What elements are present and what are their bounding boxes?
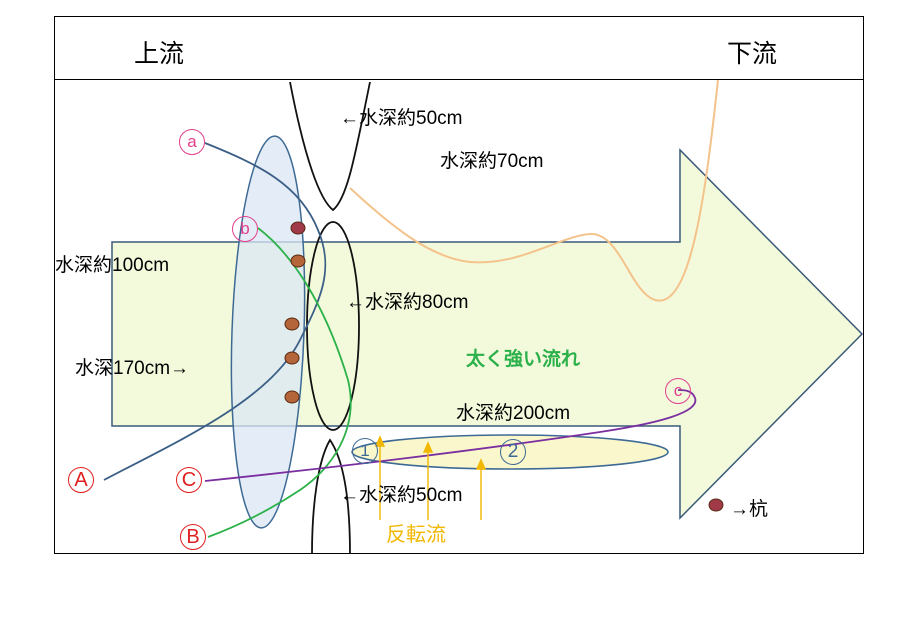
reverse-flow-label: 反転流 bbox=[386, 524, 446, 546]
upper-narrow-boundary bbox=[289, 81, 371, 212]
marker-B: B bbox=[180, 524, 206, 550]
stake bbox=[284, 351, 300, 365]
line-a bbox=[103, 142, 327, 481]
diagram-frame bbox=[54, 16, 864, 554]
line-c bbox=[204, 389, 697, 482]
depth-label-top-50: ←水深約50cm bbox=[340, 108, 463, 129]
header-divider bbox=[54, 79, 864, 80]
stakes bbox=[284, 221, 306, 404]
depth-label-70: 水深約70cm bbox=[440, 151, 544, 172]
depth-label-80: ←水深約80cm bbox=[346, 292, 469, 313]
stake bbox=[290, 254, 306, 268]
upstream-label: 上流 bbox=[134, 40, 185, 68]
marker-a: a bbox=[179, 129, 205, 155]
stake bbox=[290, 221, 306, 235]
lower-narrow-boundary bbox=[311, 438, 351, 555]
depth-label-100: 水深約100cm bbox=[55, 255, 170, 276]
marker-2: 2 bbox=[500, 439, 526, 465]
downstream-label: 下流 bbox=[727, 40, 778, 68]
depth-label-170: 水深170cm→ bbox=[75, 358, 190, 379]
stake-zone-ellipse bbox=[230, 135, 306, 529]
depth-label-bottom-50: ←水深約50cm bbox=[340, 485, 463, 506]
reverse-flow-arrows bbox=[374, 435, 487, 520]
stake bbox=[284, 317, 300, 331]
marker-c: c bbox=[665, 378, 691, 404]
marker-A: A bbox=[68, 467, 94, 493]
strong-flow-label: 太く強い流れ bbox=[466, 349, 581, 370]
stake bbox=[284, 390, 300, 404]
depth-label-200: 水深約200cm bbox=[456, 403, 571, 424]
marker-b: b bbox=[232, 216, 258, 242]
stake-legend-label: →杭 bbox=[730, 499, 769, 520]
marker-1: 1 bbox=[352, 438, 378, 464]
depth-contour-70cm bbox=[349, 79, 719, 302]
line-b bbox=[207, 227, 352, 538]
stake-legend-icon bbox=[708, 498, 724, 512]
marker-C: C bbox=[176, 467, 202, 493]
